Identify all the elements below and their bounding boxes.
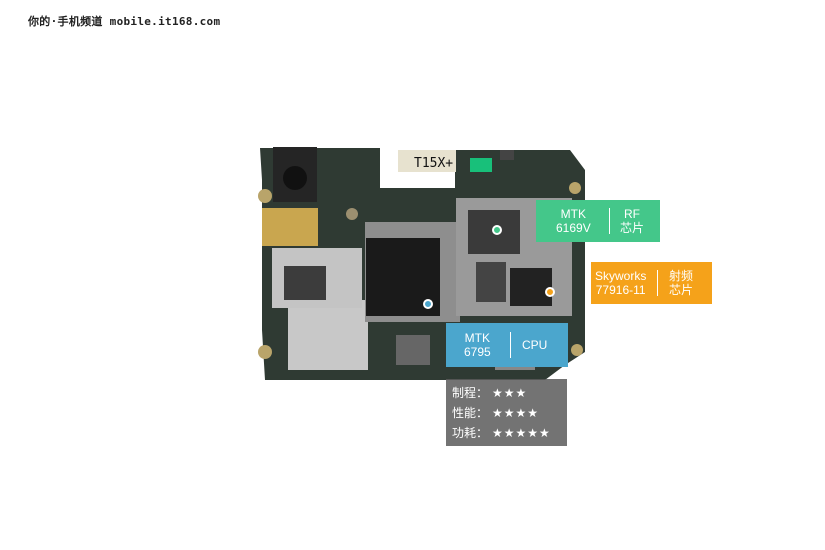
- screw: [346, 208, 358, 220]
- skyworks-chip-role: 射频芯片: [669, 269, 694, 297]
- star-rating: ★★★: [492, 386, 528, 400]
- cpu-chip-marker: [423, 299, 433, 309]
- mount-hole: [258, 345, 272, 359]
- mount-hole: [258, 189, 272, 203]
- label-separator: [510, 331, 511, 359]
- rating-box: 制程：★★★ 性能：★★★★ 功耗：★★★★★: [446, 379, 567, 446]
- label-separator: [657, 270, 658, 296]
- component: [396, 335, 430, 365]
- component: [470, 158, 492, 172]
- gold-pad: [262, 208, 318, 246]
- rating-row-performance: 性能：★★★★: [452, 403, 567, 423]
- rating-row-process: 制程：★★★: [452, 383, 567, 403]
- skyworks-chip-marker: [545, 287, 555, 297]
- chip: [476, 262, 506, 302]
- label-separator: [609, 208, 610, 234]
- rf-chip: [510, 268, 552, 306]
- component: [500, 150, 514, 160]
- shield-can: [288, 300, 368, 370]
- board-marking: T15X+: [414, 156, 453, 171]
- star-rating: ★★★★★: [492, 426, 551, 440]
- chip: [284, 266, 326, 300]
- mount-hole: [571, 344, 583, 356]
- cpu-chip-role: CPU: [522, 338, 548, 352]
- mount-hole: [569, 182, 581, 194]
- marking-strip: [398, 150, 456, 172]
- rf-chip-marker: [492, 225, 502, 235]
- rating-row-power: 功耗：★★★★★: [452, 423, 567, 443]
- watermark-text: 你的·手机频道 mobile.it168.com: [28, 15, 221, 28]
- star-rating: ★★★★: [492, 406, 540, 420]
